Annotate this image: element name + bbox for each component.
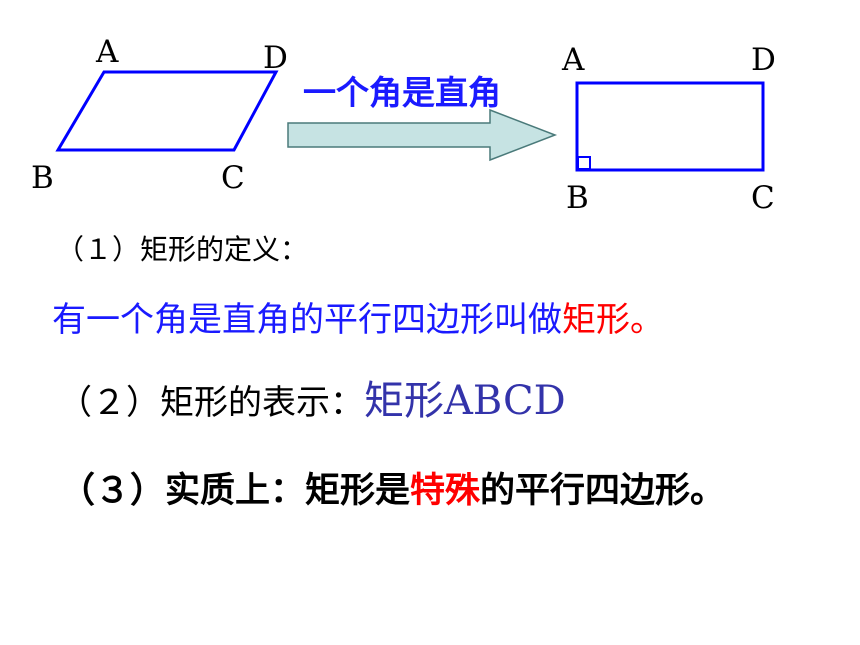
- notation-heading: （２）矩形的表示：: [58, 383, 364, 423]
- transform-arrow: [287, 108, 558, 162]
- parallelogram-vertex-b: B: [31, 160, 54, 196]
- parallelogram-vertex-d: D: [263, 40, 288, 76]
- definition-highlight: 矩形。: [562, 300, 664, 340]
- rectangle-vertex-b: B: [566, 180, 589, 216]
- rectangle-shape: [575, 81, 765, 172]
- arrow-caption: 一个角是直角: [303, 73, 501, 112]
- rectangle-vertex-c: C: [751, 180, 775, 216]
- essence-highlight: 特殊: [410, 471, 481, 511]
- definition-text: 有一个角是直角的平行四边形叫做矩形。: [52, 292, 664, 341]
- figure-area: [55, 70, 765, 172]
- essence-suffix: 的平行四边形。: [480, 471, 726, 511]
- rectangle-vertex-a: A: [562, 42, 585, 78]
- essence-prefix: （３）实质上：矩形是: [60, 471, 411, 511]
- rectangle-vertex-d: D: [751, 42, 776, 78]
- essence-line: （３）实质上：矩形是特殊的平行四边形。: [60, 462, 725, 513]
- parallelogram-vertex-c: C: [221, 160, 245, 196]
- definition-heading: （１）矩形的定义：: [56, 233, 309, 266]
- notation-value: 矩形ABCD: [364, 378, 566, 424]
- right-angle-marker: [577, 156, 591, 170]
- notation-line: （２）矩形的表示：矩形ABCD: [58, 368, 566, 426]
- parallelogram-shape: [55, 70, 279, 152]
- parallelogram-vertex-a: A: [96, 34, 119, 70]
- definition-main: 有一个角是直角的平行四边形叫做: [52, 300, 562, 340]
